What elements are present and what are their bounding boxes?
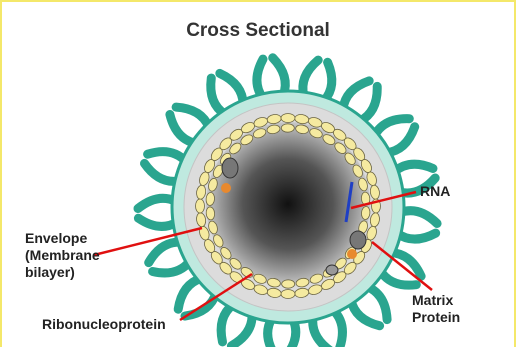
spike [170,115,196,144]
label-envelope: Envelope (Membrane bilayer) [25,230,100,281]
rnp-bead [196,199,205,213]
spike [333,310,343,347]
label-rna: RNA [420,183,450,200]
spike [386,127,415,153]
label-ribonucleoprotein: Ribonucleoprotein [42,316,166,333]
spike [138,198,176,208]
spike [221,305,233,342]
spike [211,78,225,114]
rnp-bead [281,124,294,132]
spike [367,287,387,320]
spike [360,86,377,121]
spike [303,60,318,96]
orange-protein-dot [221,183,231,193]
label-matrix-line: Protein [412,309,460,326]
spike [148,152,186,162]
spike [390,253,421,277]
label-envelope-line: (Membrane [25,247,100,264]
spike [324,62,332,101]
spike [374,119,409,136]
matrix-protein-cluster [350,231,366,249]
spike [153,261,190,273]
label-matrix-protein: Matrix Protein [412,292,460,326]
spike [343,81,369,110]
spike [400,211,437,224]
label-envelope-line: bilayer) [25,264,100,281]
label-envelope-line: Envelope [25,230,100,247]
matrix-protein-cluster [222,158,238,178]
rnp-bead [281,114,295,123]
orange-protein-dot [347,249,357,259]
spike [145,163,180,181]
spike [149,242,182,263]
spike [257,59,263,98]
spike [176,107,209,127]
matrix-protein-cluster [326,265,338,275]
rnp-bead [282,280,295,288]
spike [397,233,436,239]
rnp-bead [281,290,295,299]
spike [394,164,433,172]
spike [231,313,252,346]
spike [220,73,243,104]
spike [273,58,286,95]
spike [178,278,201,309]
label-matrix-line: Matrix [412,292,460,309]
spike [351,300,380,326]
